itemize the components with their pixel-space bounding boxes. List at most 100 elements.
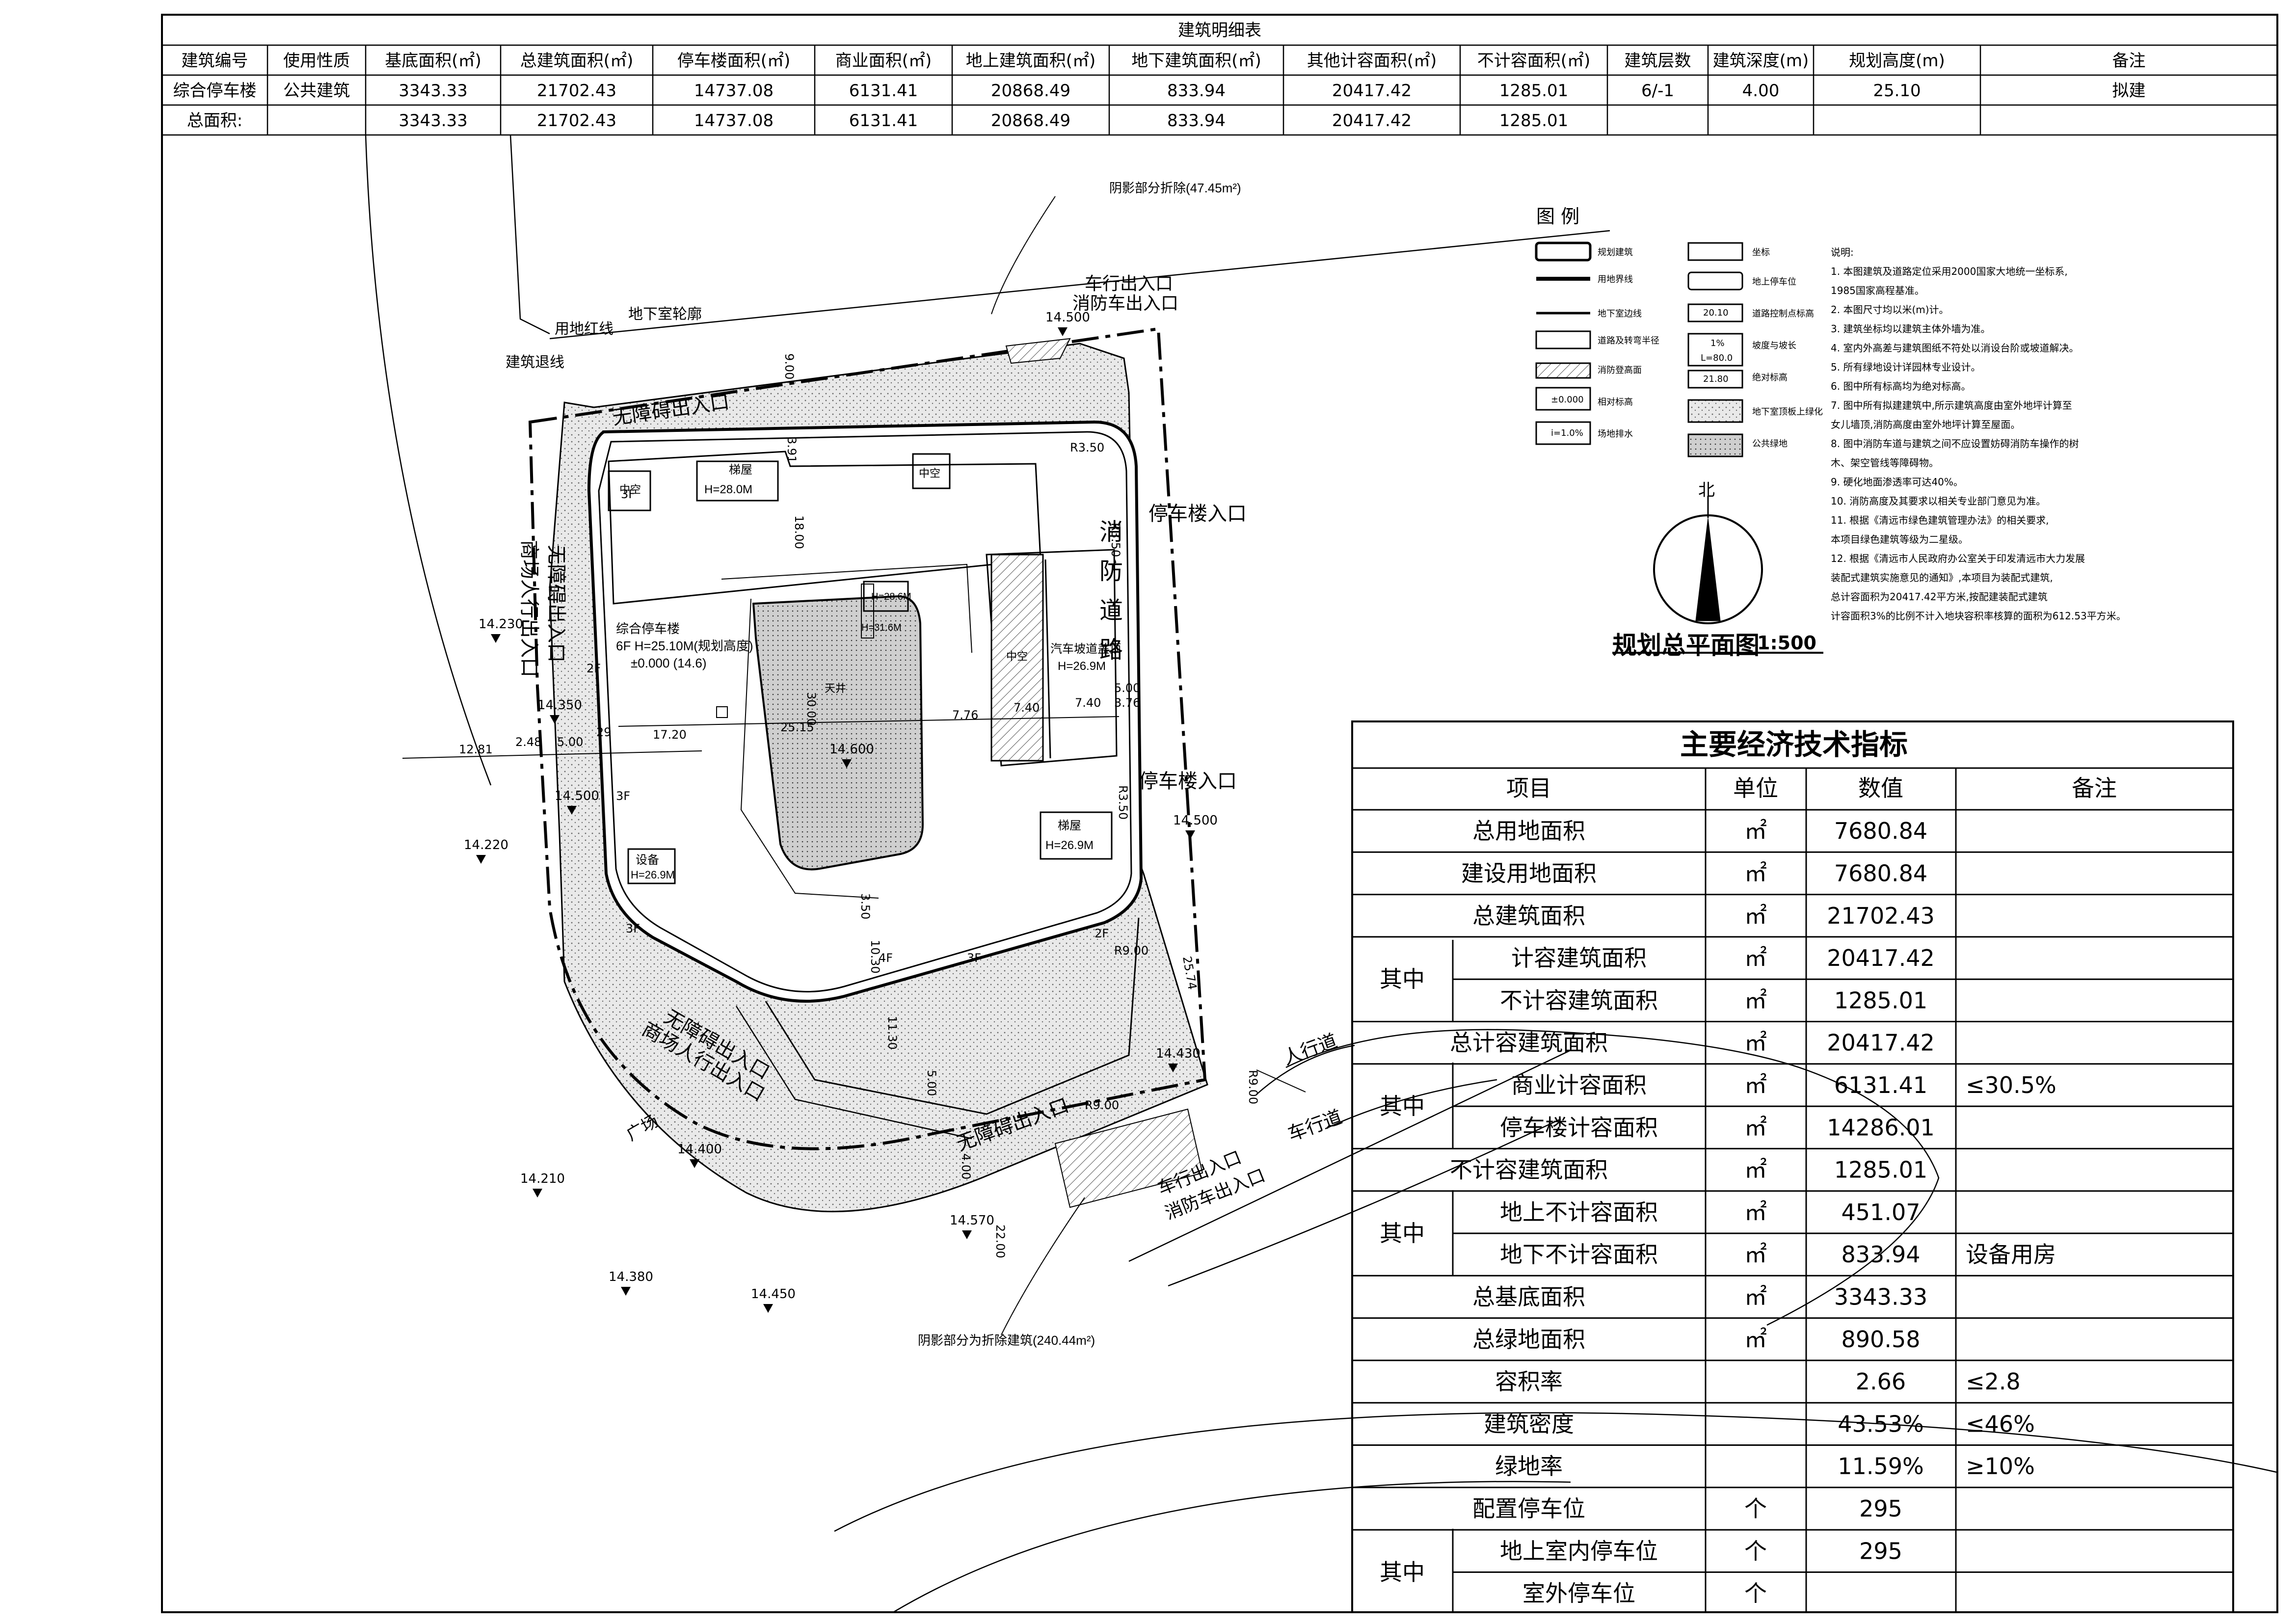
elevation-marker [842, 759, 852, 768]
econ-note: ≥10% [1966, 1453, 2035, 1480]
building-table-cell: 拟建 [2112, 81, 2146, 101]
dimension-value: 17.20 [653, 728, 687, 742]
height-286: H=28.6M [871, 591, 911, 602]
legend-item: 地下室顶板上绿化 [1752, 407, 1823, 417]
setback-label: 建筑退线 [506, 354, 564, 371]
note-line: 1. 本图建筑及道路定位采用2000国家大地统一坐标系, [1831, 266, 2068, 277]
note-line: 3. 建筑坐标均以建筑主体外墙为准。 [1831, 323, 1991, 335]
dimension-value: R3.50 [1109, 523, 1122, 557]
dimension-value: 2F [1095, 927, 1109, 940]
econ-item: 总计容建筑面积 [1450, 1030, 1608, 1056]
econ-value: 11.59% [1838, 1453, 1923, 1480]
building-table-cell: 3343.33 [399, 111, 468, 131]
dimension-value: 5.00 [557, 735, 583, 749]
note-line: 说明: [1831, 246, 1854, 258]
building-table-header: 备注 [2112, 51, 2146, 71]
elevation-marker [550, 715, 560, 724]
note-line: 1985国家高程基准。 [1831, 285, 1924, 296]
dimension-value: 3.50 [858, 893, 872, 919]
dimension-value: 3.76 [1114, 696, 1140, 710]
econ-unit: ㎡ [1744, 1283, 1767, 1310]
dimension-value: 29 [596, 725, 612, 739]
note-line: 装配式建筑实施意见的通知》,本项目为装配式建筑, [1831, 572, 2053, 584]
legend-item: 道路及转弯半径 [1598, 336, 1659, 346]
ramp-cover: 汽车坡道盖顶 [1050, 642, 1121, 656]
dimension-value: 3F [621, 487, 635, 501]
plan-title: 规划总平面图 [1612, 631, 1760, 660]
econ-group-label: 其中 [1380, 1093, 1425, 1119]
econ-table-grid [1351, 720, 2234, 1613]
elevation-value: 14.400 [677, 1142, 722, 1157]
legend-item: 绝对标高 [1752, 373, 1788, 383]
building-table-header: 总建筑面积(㎡) [520, 51, 634, 71]
legend-item: 规划建筑 [1598, 247, 1633, 258]
building-table-cell: 3343.33 [399, 81, 468, 101]
econ-table-title: 主要经济技术指标 [1680, 728, 1908, 761]
note-line: 木、架空管线等障碍物。 [1831, 457, 1939, 469]
dimension-value: 25.15 [780, 720, 814, 734]
econ-header: 单位 [1733, 775, 1778, 801]
building-table-header: 商业面积(㎡) [835, 51, 932, 71]
elevation-marker [621, 1287, 631, 1296]
legend-item: 地下室边线 [1598, 309, 1642, 319]
elevation-value: 14.570 [950, 1213, 994, 1228]
equipment-height: H=26.9M [631, 869, 675, 881]
econ-value: 451.07 [1842, 1199, 1921, 1225]
econ-value: 1285.01 [1834, 1157, 1927, 1183]
econ-group-label: 其中 [1380, 1220, 1425, 1247]
legend-item: 消防登高面 [1598, 365, 1642, 375]
building-table-title: 建筑明细表 [1178, 21, 1261, 40]
building-table-cell: 14737.08 [694, 81, 774, 101]
econ-item: 地下不计容面积 [1500, 1241, 1658, 1268]
note-line: 12. 根据《清远市人民政府办公室关于印发清远市大力发展 [1831, 553, 2085, 564]
elevation-value: 14.430 [1156, 1046, 1201, 1061]
mall-entrance-left: 商场人行出入口 [518, 540, 540, 677]
econ-unit: ㎡ [1744, 1241, 1767, 1268]
legend-item: 地上停车位 [1752, 277, 1796, 287]
legend-sample-rel-elev: ±0.000 [1551, 395, 1584, 405]
econ-unit: ㎡ [1744, 860, 1767, 886]
building-table-header: 建筑深度(m) [1713, 51, 1809, 71]
note-line: 2. 本图尺寸均以米(m)计。 [1831, 304, 1949, 316]
basement-outline-label: 地下室轮廓 [628, 306, 702, 322]
vehicle-exit-top: 车行出入口 [1085, 273, 1173, 293]
econ-unit: ㎡ [1744, 945, 1767, 971]
econ-header: 备注 [2072, 775, 2117, 801]
econ-unit: 个 [1744, 1495, 1767, 1522]
building-table-header: 基底面积(㎡) [385, 51, 481, 71]
building-table-cell: 6131.41 [849, 81, 918, 101]
building-table-header: 停车楼面积(㎡) [677, 51, 791, 71]
econ-group-label: 其中 [1380, 966, 1425, 992]
econ-item: 计容建筑面积 [1511, 945, 1647, 971]
building-table-cell: 20417.42 [1332, 81, 1412, 101]
building-table-header: 规划高度(m) [1849, 51, 1945, 71]
legend-item: 相对标高 [1598, 397, 1633, 407]
building-table-cell: 公共建筑 [283, 81, 350, 101]
building-table-cell: 6/-1 [1641, 81, 1674, 101]
note-line: 11. 根据《清远市绿色建筑管理办法》的相关要求, [1831, 514, 2049, 526]
dimension-value: 3F [626, 922, 640, 935]
building-table-cell: 21702.43 [537, 81, 616, 101]
building-table [162, 44, 2277, 136]
north-label: 北 [1698, 481, 1715, 500]
dimension-value: 2.48 [515, 735, 541, 749]
econ-unit: ㎡ [1744, 1326, 1767, 1353]
elevation-value: 14.220 [464, 838, 508, 852]
ramp-cover-height: H=26.9M [1058, 660, 1106, 673]
dimension-value: 12.81 [459, 743, 493, 756]
building-table-cell: 20868.49 [991, 111, 1070, 131]
dimension-value: R9.00 [1114, 944, 1148, 958]
accessible-entrance-left: 无障碍出入口 [545, 545, 567, 663]
building-table-cell: 833.94 [1167, 81, 1226, 101]
econ-unit: ㎡ [1744, 1072, 1767, 1098]
econ-item: 室外停车位 [1522, 1580, 1635, 1607]
elevation-marker [763, 1304, 773, 1313]
econ-note: ≤30.5% [1966, 1072, 2056, 1098]
note-line: 6. 图中所有标高均为绝对标高。 [1831, 380, 1971, 392]
dimension-value: 2F [587, 662, 601, 675]
note-line: 5. 所有绿地设计详园林专业设计。 [1831, 361, 1981, 373]
dimension-value: 4.00 [959, 1153, 973, 1179]
